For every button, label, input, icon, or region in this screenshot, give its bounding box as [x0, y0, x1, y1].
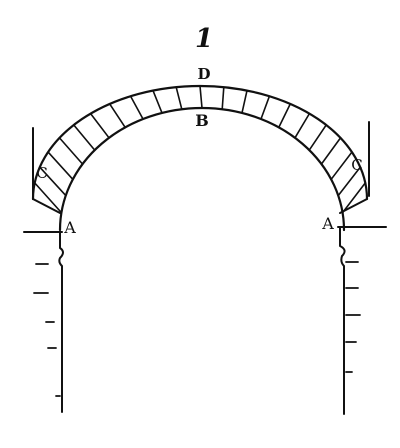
voussoir-joint: [320, 137, 342, 165]
left-skewback: [32, 198, 61, 214]
voussoir-joint: [277, 103, 292, 129]
voussoir-joint: [47, 151, 74, 181]
voussoir-joint: [221, 86, 225, 110]
voussoir-joint: [241, 89, 248, 114]
voussoir-joint: [330, 151, 353, 181]
voussoir-joint: [175, 86, 183, 110]
label-springing-right: A: [321, 214, 334, 233]
label-springing-left: A: [63, 218, 76, 237]
voussoir-joint: [129, 95, 144, 120]
voussoir-joint: [58, 137, 84, 165]
figure-number: 1: [195, 24, 213, 54]
voussoir-joint: [33, 182, 63, 214]
voussoir-joint: [308, 124, 328, 151]
label-haunch-right: C: [351, 156, 362, 174]
voussoir-joint: [341, 182, 367, 214]
label-crown-top: D: [197, 65, 210, 83]
label-haunch-left: C: [36, 164, 47, 182]
voussoir-joints: [33, 85, 367, 214]
right-pier: [339, 226, 346, 415]
left-pier-courses: [33, 263, 61, 397]
right-skewback: [339, 198, 368, 214]
right-pier-courses: [345, 261, 361, 373]
voussoir-joint: [337, 166, 362, 197]
voussoir-joint: [73, 124, 96, 151]
voussoir-joint: [152, 89, 163, 114]
voussoir-joint: [38, 166, 67, 197]
voussoir-joint: [108, 103, 126, 129]
arch-extrados: [31, 84, 369, 201]
left-pier: [58, 231, 64, 413]
voussoir-joint: [199, 85, 203, 109]
voussoir-joint: [294, 112, 311, 139]
voussoir-joint: [260, 95, 271, 120]
voussoir-joint: [89, 112, 110, 139]
label-crown-bottom: B: [195, 111, 209, 130]
